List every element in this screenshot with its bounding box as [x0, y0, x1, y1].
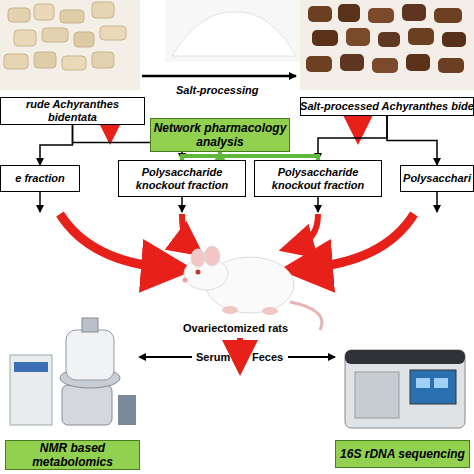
connector — [318, 116, 387, 160]
box-text: e fraction — [15, 172, 65, 185]
box-text: Salt-processed Achyranthes bide — [300, 100, 474, 113]
connector — [40, 125, 73, 165]
connector — [182, 152, 220, 160]
process-box: Polysacchari — [400, 165, 474, 192]
salt-photo — [165, 0, 300, 62]
flow-arrow — [436, 192, 438, 212]
highlight-box: NMR based metabolomics — [5, 440, 140, 470]
process-arrow — [142, 75, 296, 78]
highlight-box: Network pharmacology analysis — [150, 118, 290, 152]
crude-herb-photo — [0, 0, 140, 90]
sequencer-instrument — [345, 350, 465, 428]
flow-arrow — [145, 356, 192, 358]
process-box: Polysaccharide knockout fraction — [118, 160, 246, 197]
red-curved-arrow — [296, 214, 318, 246]
flow-arrow — [288, 356, 335, 358]
box-text: Network pharmacology analysis — [151, 121, 289, 149]
box-text: rude Achyranthes bidentata — [1, 98, 144, 124]
text-label: Ovariectomized rats — [183, 322, 288, 335]
process-box: e fraction — [0, 165, 80, 192]
text-label: Feces — [252, 351, 283, 364]
nmr-instrument — [10, 318, 136, 425]
box-text: 16S rDNA sequencing — [340, 447, 465, 461]
rat-illustration — [183, 246, 323, 330]
box-text: Polysacchari — [403, 172, 471, 185]
highlight-box: 16S rDNA sequencing — [335, 440, 470, 468]
process-box: Polysaccharide knockout fraction — [254, 160, 382, 197]
processed-herb-photo — [300, 0, 474, 90]
red-curved-arrow — [306, 214, 414, 268]
flow-arrow — [181, 197, 183, 212]
process-box: Salt-processed Achyranthes bide — [300, 97, 474, 116]
red-curved-arrow — [60, 214, 168, 268]
text-label: Serum — [196, 351, 230, 364]
box-text: NMR based metabolomics — [6, 441, 139, 469]
red-arrow — [237, 338, 243, 358]
flow-arrow — [39, 192, 41, 212]
connector — [220, 152, 318, 160]
process-box: rude Achyranthes bidentata — [0, 97, 145, 125]
red-curved-arrow — [182, 214, 190, 246]
connector — [387, 116, 437, 165]
box-text: Polysaccharide knockout fraction — [119, 166, 245, 192]
box-text: Polysaccharide knockout fraction — [255, 166, 381, 192]
flow-arrow — [317, 197, 319, 212]
text-label: Salt-processing — [176, 84, 259, 97]
red-arrow — [356, 116, 361, 130]
